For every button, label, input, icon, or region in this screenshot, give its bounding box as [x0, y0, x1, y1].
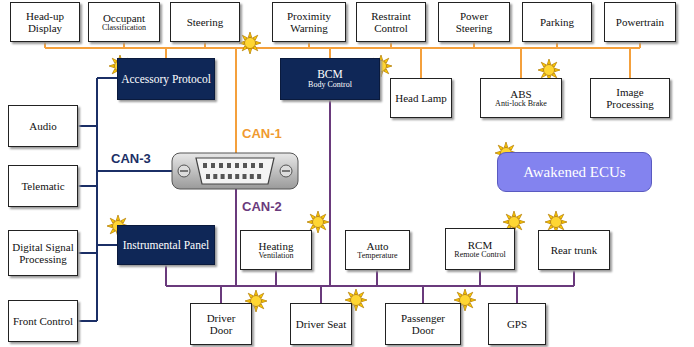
ecu-name: Passenger Door — [389, 312, 457, 336]
ecu-name: Restraint Control — [360, 10, 422, 34]
ecu-name: Audio — [29, 120, 57, 132]
ecu-box: Driver Door — [190, 303, 252, 345]
ecu-name: Image Processing — [594, 86, 666, 110]
ecu-name: Front Control — [13, 315, 73, 327]
ecu-subtitle: Temperature — [357, 252, 397, 261]
bus-label: CAN-3 — [110, 151, 152, 166]
ecu-name: ABS — [510, 88, 531, 100]
ecu-name: Steering — [187, 16, 224, 28]
ecu-name: Digital Signal Processing — [12, 241, 74, 265]
ecu-box: Rear trunk — [538, 230, 610, 270]
can3-bus — [78, 78, 172, 321]
gateway-ecu-box: Accessory Protocol — [117, 58, 215, 100]
ecu-box: Audio — [8, 105, 78, 147]
ecu-box: Front Control — [8, 300, 78, 342]
ecu-box: RCMRemote Control — [445, 228, 515, 270]
gateway-ecu-box: Instrumental Panel — [117, 225, 215, 265]
ecu-box: Digital Signal Processing — [8, 230, 78, 276]
ecu-box: GPS — [488, 303, 546, 345]
ecu-box: HeatingVentilation — [240, 230, 312, 270]
bus-label: CAN-2 — [241, 199, 283, 214]
ecu-box: Image Processing — [590, 78, 670, 118]
ecu-box: Restraint Control — [356, 2, 426, 42]
ecu-name: BCM — [317, 68, 343, 81]
bus-label: CAN-1 — [241, 126, 283, 141]
legend-text: Awakened ECUs — [523, 164, 625, 181]
ecu-name: Telematic — [21, 180, 64, 192]
ecu-box: Powertrain — [604, 2, 676, 42]
ecu-name: GPS — [507, 318, 527, 330]
ecu-name: Heating — [259, 240, 294, 252]
ecu-name: Head Lamp — [395, 92, 447, 104]
ecu-name: Power Steering — [442, 10, 506, 34]
ecu-subtitle: Anti-lock Brake — [495, 100, 547, 109]
ecu-box: Passenger Door — [385, 303, 461, 345]
ecu-name: RCM — [468, 239, 492, 251]
ecu-name: Head-up Display — [14, 10, 76, 34]
ecu-box: Steering — [170, 2, 240, 42]
ecu-box: Power Steering — [438, 2, 510, 42]
sun-icon — [239, 32, 261, 54]
ecu-box: Driver Seat — [290, 303, 352, 345]
ecu-name: Rear trunk — [551, 244, 598, 256]
ecu-name: Proximity Warning — [276, 10, 342, 34]
ecu-box: Parking — [522, 2, 592, 42]
ecu-name: Driver Seat — [296, 318, 346, 330]
ecu-subtitle: Remote Control — [454, 251, 505, 260]
ecu-subtitle: Classification — [102, 24, 146, 33]
can1-bus — [45, 42, 640, 154]
obd-connector — [172, 153, 298, 189]
ecu-name: Powertrain — [616, 16, 664, 28]
can2-bus — [166, 100, 574, 303]
gateway-ecu-box: BCMBody Control — [280, 58, 380, 100]
ecu-name: Parking — [540, 16, 574, 28]
ecu-name: Auto — [367, 240, 389, 252]
ecu-box: Head Lamp — [390, 78, 452, 118]
ecu-box: OccupantClassification — [88, 2, 160, 42]
ecu-name: Driver Door — [194, 312, 248, 336]
ecu-name: Occupant — [103, 12, 145, 24]
ecu-name: Accessory Protocol — [121, 73, 211, 86]
ecu-box: ABSAnti-lock Brake — [480, 78, 562, 118]
ecu-box: Proximity Warning — [272, 2, 346, 42]
legend-swatch: Awakened ECUs — [497, 152, 652, 192]
ecu-box: AutoTemperature — [345, 230, 410, 270]
ecu-subtitle: Ventilation — [258, 252, 293, 261]
ecu-box: Telematic — [8, 165, 78, 207]
ecu-box: Head-up Display — [10, 2, 80, 42]
ecu-subtitle: Body Control — [308, 81, 352, 90]
ecu-name: Instrumental Panel — [123, 239, 210, 252]
